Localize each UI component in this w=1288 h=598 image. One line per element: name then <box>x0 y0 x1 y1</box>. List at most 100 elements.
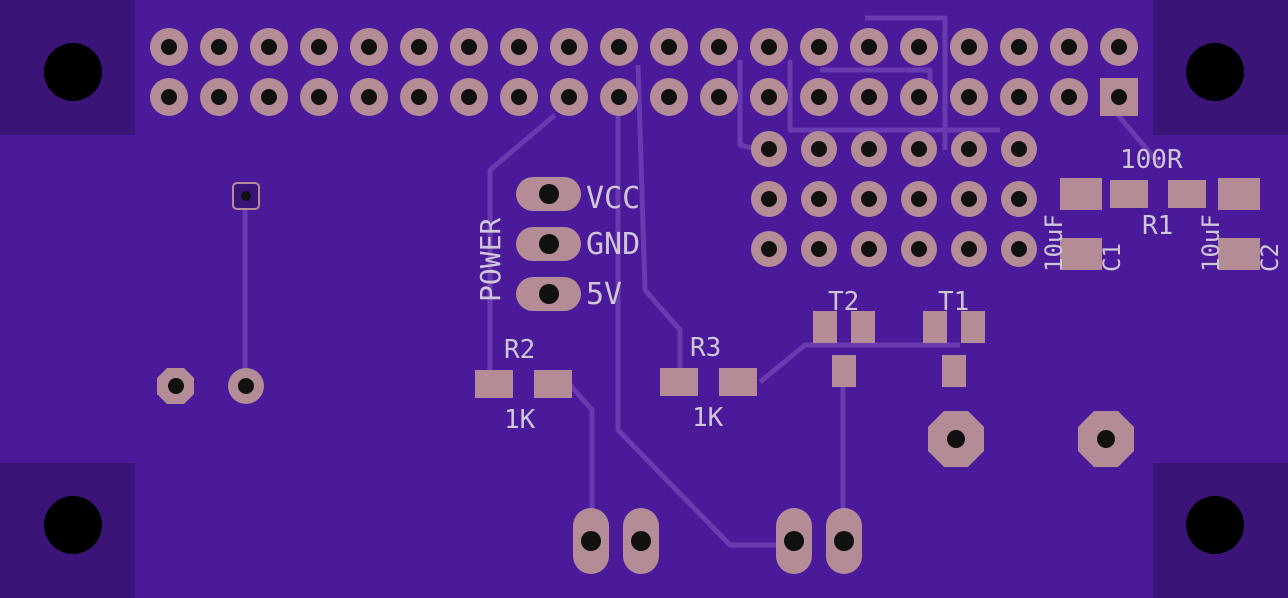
smd-right <box>1060 178 1260 270</box>
label-c1: C1 <box>1098 243 1126 272</box>
pin-hole <box>411 89 427 105</box>
left-pads <box>157 182 264 404</box>
trace-power-vcc <box>487 113 557 370</box>
label-t1: T1 <box>938 287 969 317</box>
pin-hole <box>311 89 327 105</box>
t1-pad-1 <box>923 311 947 343</box>
power-pads <box>516 177 581 311</box>
r2-pad-2 <box>534 370 572 398</box>
t2-pad-2 <box>851 311 875 343</box>
t1-pad-3 <box>942 355 966 387</box>
pin-hole <box>411 39 427 55</box>
pin-hole <box>1061 89 1077 105</box>
pad-hole <box>539 234 559 254</box>
pin-hole <box>511 89 527 105</box>
label-r1: R1 <box>1142 211 1173 241</box>
pin-hole <box>861 89 877 105</box>
pin-hole <box>461 89 477 105</box>
r3-pad-1 <box>660 368 698 396</box>
r3-pad-2 <box>719 368 757 396</box>
r1-pad-2 <box>1168 180 1206 208</box>
gpio-header <box>150 28 1138 116</box>
pin-hole <box>211 89 227 105</box>
pin-hole <box>1111 89 1127 105</box>
connector-grid <box>751 131 1037 267</box>
trace-r1 <box>1116 113 1162 167</box>
pad-hole <box>238 378 254 394</box>
pin-hole <box>261 89 277 105</box>
c2-pad-bottom <box>1218 238 1260 270</box>
pad-hole <box>631 531 651 551</box>
pad-hole <box>834 531 854 551</box>
pin-hole <box>261 39 277 55</box>
pin-hole <box>361 89 377 105</box>
trace-r3 <box>635 64 683 380</box>
t2-pad-1 <box>813 311 837 343</box>
label-r2-value: 1K <box>504 405 536 435</box>
label-t2: T2 <box>828 287 859 317</box>
pin-hole <box>911 241 927 257</box>
pin-hole <box>1061 39 1077 55</box>
label-r1-value: 100R <box>1120 145 1183 175</box>
label-gnd: GND <box>586 227 640 262</box>
mounting-hole-top-right <box>1186 43 1244 101</box>
mounting-hole-bottom-left <box>44 496 102 554</box>
label-r3: R3 <box>690 333 721 363</box>
pin-hole <box>811 141 827 157</box>
pin-hole <box>1011 89 1027 105</box>
pin-hole <box>861 191 877 207</box>
pin-hole <box>1011 141 1027 157</box>
pin-hole <box>761 191 777 207</box>
pad-hole <box>539 284 559 304</box>
label-r3-value: 1K <box>692 403 724 433</box>
pin-hole <box>911 141 927 157</box>
pin-hole <box>911 191 927 207</box>
label-vcc: VCC <box>586 181 640 216</box>
pin-hole <box>561 89 577 105</box>
label-c2: C2 <box>1256 243 1284 272</box>
silkscreen: POWER VCC GND 5V R2 1K R3 1K T2 T1 100R … <box>474 145 1284 435</box>
r2-pad-1 <box>475 370 513 398</box>
pad-hole <box>168 378 184 394</box>
pin-hole <box>861 241 877 257</box>
trace-top-2 <box>787 60 1000 133</box>
label-r2: R2 <box>504 335 535 365</box>
pin-hole <box>711 39 727 55</box>
pin-hole <box>1011 39 1027 55</box>
pin-hole <box>611 39 627 55</box>
pin-hole <box>961 191 977 207</box>
pin-hole <box>761 141 777 157</box>
pin-hole <box>911 39 927 55</box>
transistor-t1 <box>923 311 985 387</box>
pad-hole <box>784 531 804 551</box>
pin-hole <box>461 39 477 55</box>
pin-hole <box>361 39 377 55</box>
octagon-pads <box>928 411 1134 467</box>
pin-hole <box>611 89 627 105</box>
pin-hole <box>1111 39 1127 55</box>
bottom-jumpers <box>573 508 862 574</box>
pad-hole <box>539 184 559 204</box>
pin-hole <box>811 89 827 105</box>
pin-hole <box>661 39 677 55</box>
pad-hole <box>581 531 601 551</box>
label-5v: 5V <box>586 277 622 312</box>
pin-hole <box>961 89 977 105</box>
transistor-t2 <box>813 311 875 387</box>
r1-pad-1 <box>1110 180 1148 208</box>
pin-hole <box>561 39 577 55</box>
resistor-r3 <box>660 368 757 396</box>
pad-hole <box>947 430 965 448</box>
label-power: POWER <box>474 218 507 302</box>
pin-hole <box>861 39 877 55</box>
pin-hole <box>961 39 977 55</box>
c1-pad-bottom <box>1060 238 1102 270</box>
trace-r3-t2 <box>758 342 960 384</box>
pin-hole <box>761 89 777 105</box>
t2-pad-3 <box>832 355 856 387</box>
trace-r2-jumper <box>568 383 595 520</box>
pin-hole <box>761 39 777 55</box>
pin-hole <box>911 89 927 105</box>
pin-hole <box>311 39 327 55</box>
